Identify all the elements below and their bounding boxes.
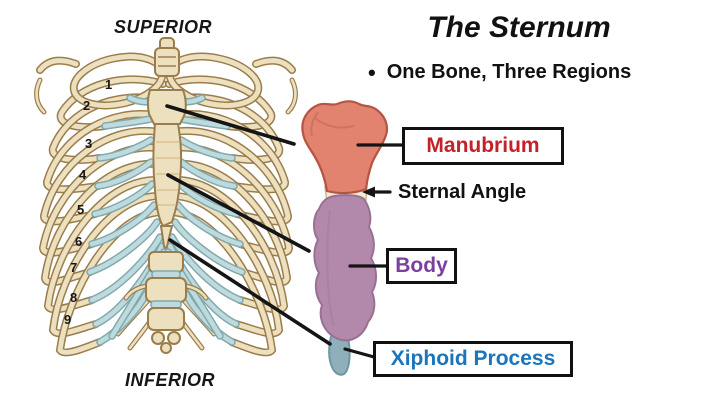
xiphoid-label-box: Xiphoid Process <box>373 341 573 377</box>
rib-number-9: 9 <box>64 312 72 327</box>
rib-number-5: 5 <box>77 202 85 217</box>
sternum-illustration <box>301 100 389 376</box>
xiphoid-shape <box>328 331 351 376</box>
bullet-icon: • <box>368 59 376 85</box>
leader-manubrium-from-ribcage <box>165 104 296 146</box>
rib-number-2: 2 <box>83 98 91 113</box>
sternal-angle-label: Sternal Angle <box>398 181 527 203</box>
leader-lines <box>165 104 404 359</box>
manubrium-label: Manubrium <box>426 134 540 157</box>
body-label-box: Body <box>386 248 457 284</box>
subtitle-text: One Bone, Three Regions <box>386 61 632 83</box>
xiphoid-label: Xiphoid Process <box>390 347 556 370</box>
rib-number-1: 1 <box>105 77 113 92</box>
subtitle-row: • One Bone, Three Regions <box>368 61 631 84</box>
rib-number-7: 7 <box>70 260 78 275</box>
sternal-angle-arrow <box>362 186 392 198</box>
inferior-label: INFERIOR <box>124 370 215 390</box>
body-shape <box>313 194 377 342</box>
manubrium-label-box: Manubrium <box>402 127 564 165</box>
ribcage-vertebrae <box>126 251 206 354</box>
leader-xiphoid-to-box <box>343 347 376 359</box>
body-label: Body <box>395 254 448 277</box>
leader-xiphoid-from-ribcage <box>168 238 332 346</box>
page-title: The Sternum <box>427 11 611 44</box>
rib-number-8: 8 <box>70 290 78 305</box>
rib-number-6: 6 <box>75 234 83 249</box>
rib-number-3: 3 <box>85 136 93 151</box>
rib-number-4: 4 <box>79 167 87 182</box>
superior-label: SUPERIOR <box>113 17 213 37</box>
leader-body-from-ribcage <box>166 173 311 253</box>
